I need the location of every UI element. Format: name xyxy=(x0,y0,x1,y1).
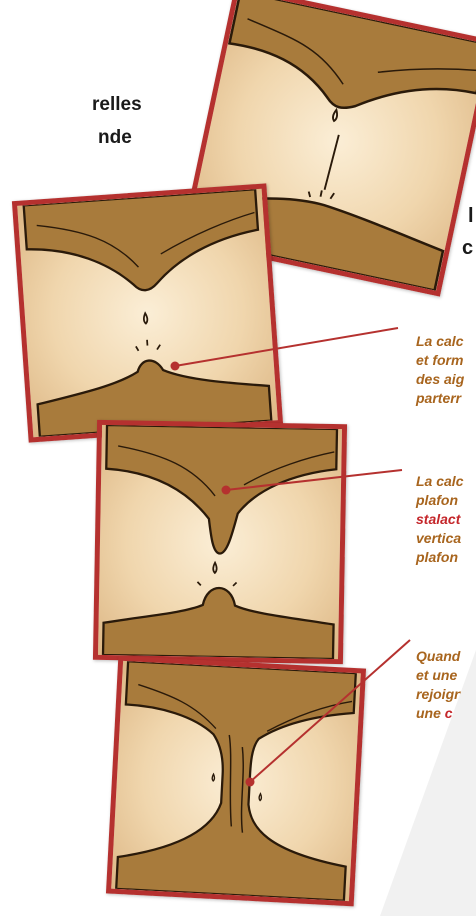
caption-2-line-5: plafon xyxy=(416,548,463,567)
caption-1: La calc et form des aig parterr xyxy=(416,332,464,408)
caption-3-line-1: Quand xyxy=(416,647,463,666)
caption-3-line-4-text: une xyxy=(416,705,445,721)
caption-2-line-4: vertica xyxy=(416,529,463,548)
caption-2: La calc plafon stalact vertica plafon xyxy=(416,472,463,567)
caption-3: Quand et une rejoign une co xyxy=(416,647,463,723)
cave-stage-4-drawing xyxy=(111,661,361,901)
caption-2-line-2: plafon xyxy=(416,491,463,510)
caption-1-line-3: des aig xyxy=(416,370,464,389)
caption-3-line-3: rejoign xyxy=(416,685,463,704)
caption-1-line-4: parterr xyxy=(416,389,464,408)
side-letter-2: c xyxy=(462,237,473,260)
side-letter-1: l xyxy=(468,205,474,228)
heading-line-1: relles xyxy=(92,94,142,116)
cave-stage-4-illustration xyxy=(106,656,366,907)
heading-line-2: nde xyxy=(98,127,132,149)
caption-2-line-1: La calc xyxy=(416,472,463,491)
caption-3-line-4: une co xyxy=(416,704,463,723)
caption-2-line-3: stalact xyxy=(416,510,463,529)
cave-stage-2-illustration xyxy=(12,183,283,442)
caption-1-line-1: La calc xyxy=(416,332,464,351)
cave-stage-2-drawing xyxy=(17,189,278,438)
caption-1-line-2: et form xyxy=(416,351,464,370)
cave-stage-3-drawing xyxy=(98,425,342,659)
caption-3-line-4-highlight: co xyxy=(445,705,461,721)
caption-3-line-2: et une xyxy=(416,666,463,685)
cave-stage-3-illustration xyxy=(93,420,347,664)
